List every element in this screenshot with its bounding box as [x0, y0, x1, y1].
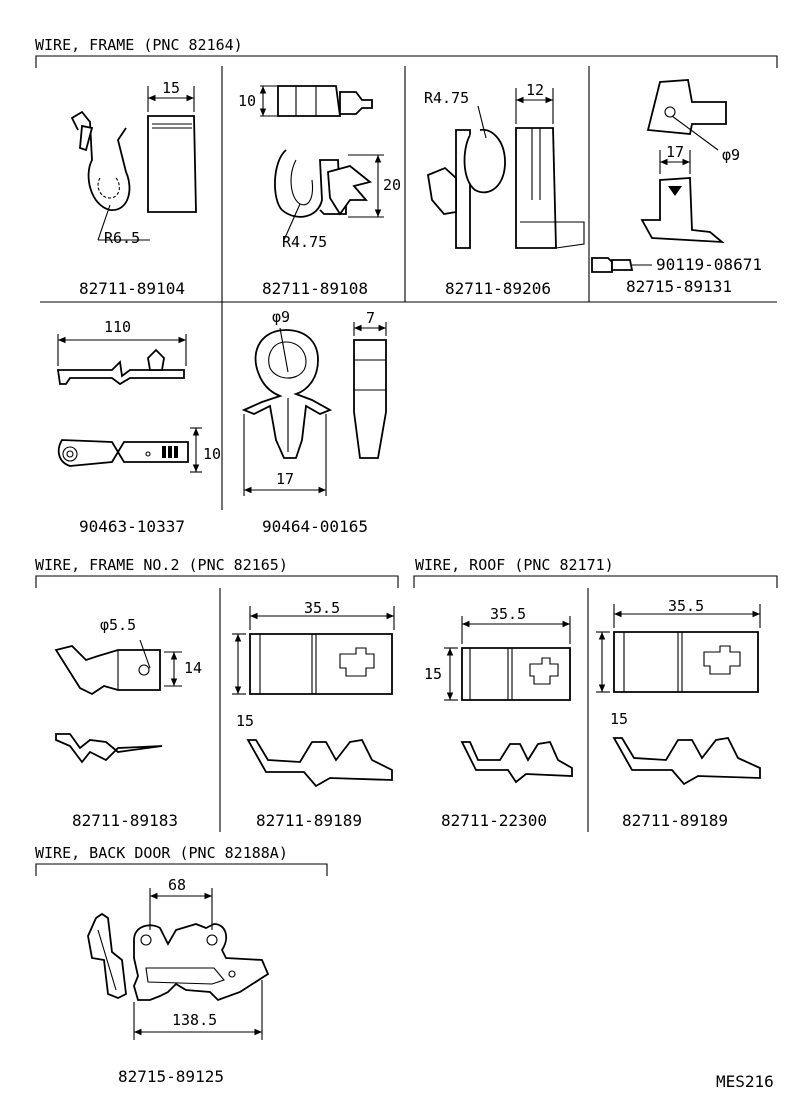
- section-bracket-roof: [413, 575, 778, 588]
- section-title-frame: WIRE, FRAME (PNC 82164): [35, 36, 243, 54]
- section-bracket-backdoor: [35, 863, 328, 876]
- strap-drawing-90463: [56, 334, 202, 473]
- section-title-roof: WIRE, ROOF (PNC 82171): [415, 556, 614, 574]
- part-number-90119-08671: 90119-08671: [656, 255, 762, 274]
- part-number-82711-89189: 82711-89189: [622, 811, 728, 830]
- dim-10: 10: [203, 445, 221, 463]
- dim-15: 15: [610, 710, 628, 728]
- part-number-90463-10337: 90463-10337: [79, 517, 185, 536]
- dim-phi9: φ9: [722, 146, 740, 164]
- clamp-drawing-90464: [241, 322, 387, 496]
- dim-138-5: 138.5: [172, 1011, 217, 1029]
- dim-20: 20: [383, 176, 401, 194]
- dim-15: 15: [424, 665, 442, 683]
- dim-35-5: 35.5: [304, 599, 340, 617]
- section-title-frame2: WIRE, FRAME NO.2 (PNC 82165): [35, 556, 288, 574]
- dim-17: 17: [276, 470, 294, 488]
- part-number-82711-89108: 82711-89108: [262, 279, 368, 298]
- dim-68: 68: [168, 876, 186, 894]
- dim-phi9: φ9: [272, 308, 290, 326]
- dim-35-5: 35.5: [668, 597, 704, 615]
- dim-r4-75: R4.75: [282, 233, 327, 251]
- part-number-82711-89183: 82711-89183: [72, 811, 178, 830]
- part-number-82715-89131: 82715-89131: [626, 277, 732, 296]
- dim-r4-75: R4.75: [424, 89, 469, 107]
- section-bracket-frame: [35, 55, 778, 68]
- dim-12: 12: [526, 81, 544, 99]
- clip-drawing-89108: [259, 85, 384, 241]
- bracket-drawing-89131: [591, 79, 727, 273]
- dim-phi5-5: φ5.5: [100, 616, 136, 634]
- bracket-drawing-89125: [87, 888, 270, 1040]
- dim-15: 15: [236, 712, 254, 730]
- section-title-backdoor: WIRE, BACK DOOR (PNC 82188A): [35, 844, 288, 862]
- part-number-82711-22300: 82711-22300: [441, 811, 547, 830]
- clip-drawing-89189-b: [596, 604, 761, 786]
- dim-15: 15: [162, 79, 180, 97]
- part-number-90464-00165: 90464-00165: [262, 517, 368, 536]
- clip-drawing-89104: [70, 86, 197, 241]
- clip-drawing-89206: [426, 88, 585, 249]
- part-number-82711-89206: 82711-89206: [445, 279, 551, 298]
- dim-r6-5: R6.5: [104, 229, 140, 247]
- dim-7: 7: [366, 309, 375, 327]
- clip-drawing-89183: [54, 639, 182, 764]
- part-number-82715-89125: 82715-89125: [118, 1067, 224, 1086]
- dim-110: 110: [104, 318, 131, 336]
- dim-35-5: 35.5: [490, 605, 526, 623]
- clip-drawing-89189-a: [232, 606, 395, 788]
- section-bracket-frame2: [35, 575, 399, 588]
- dim-14: 14: [184, 659, 202, 677]
- drawing-code: MES216: [716, 1072, 774, 1091]
- dim-17: 17: [666, 143, 684, 161]
- part-number-82711-89189: 82711-89189: [256, 811, 362, 830]
- part-number-82711-89104: 82711-89104: [79, 279, 185, 298]
- clip-drawing-22300: [444, 616, 573, 784]
- dim-10: 10: [238, 92, 256, 110]
